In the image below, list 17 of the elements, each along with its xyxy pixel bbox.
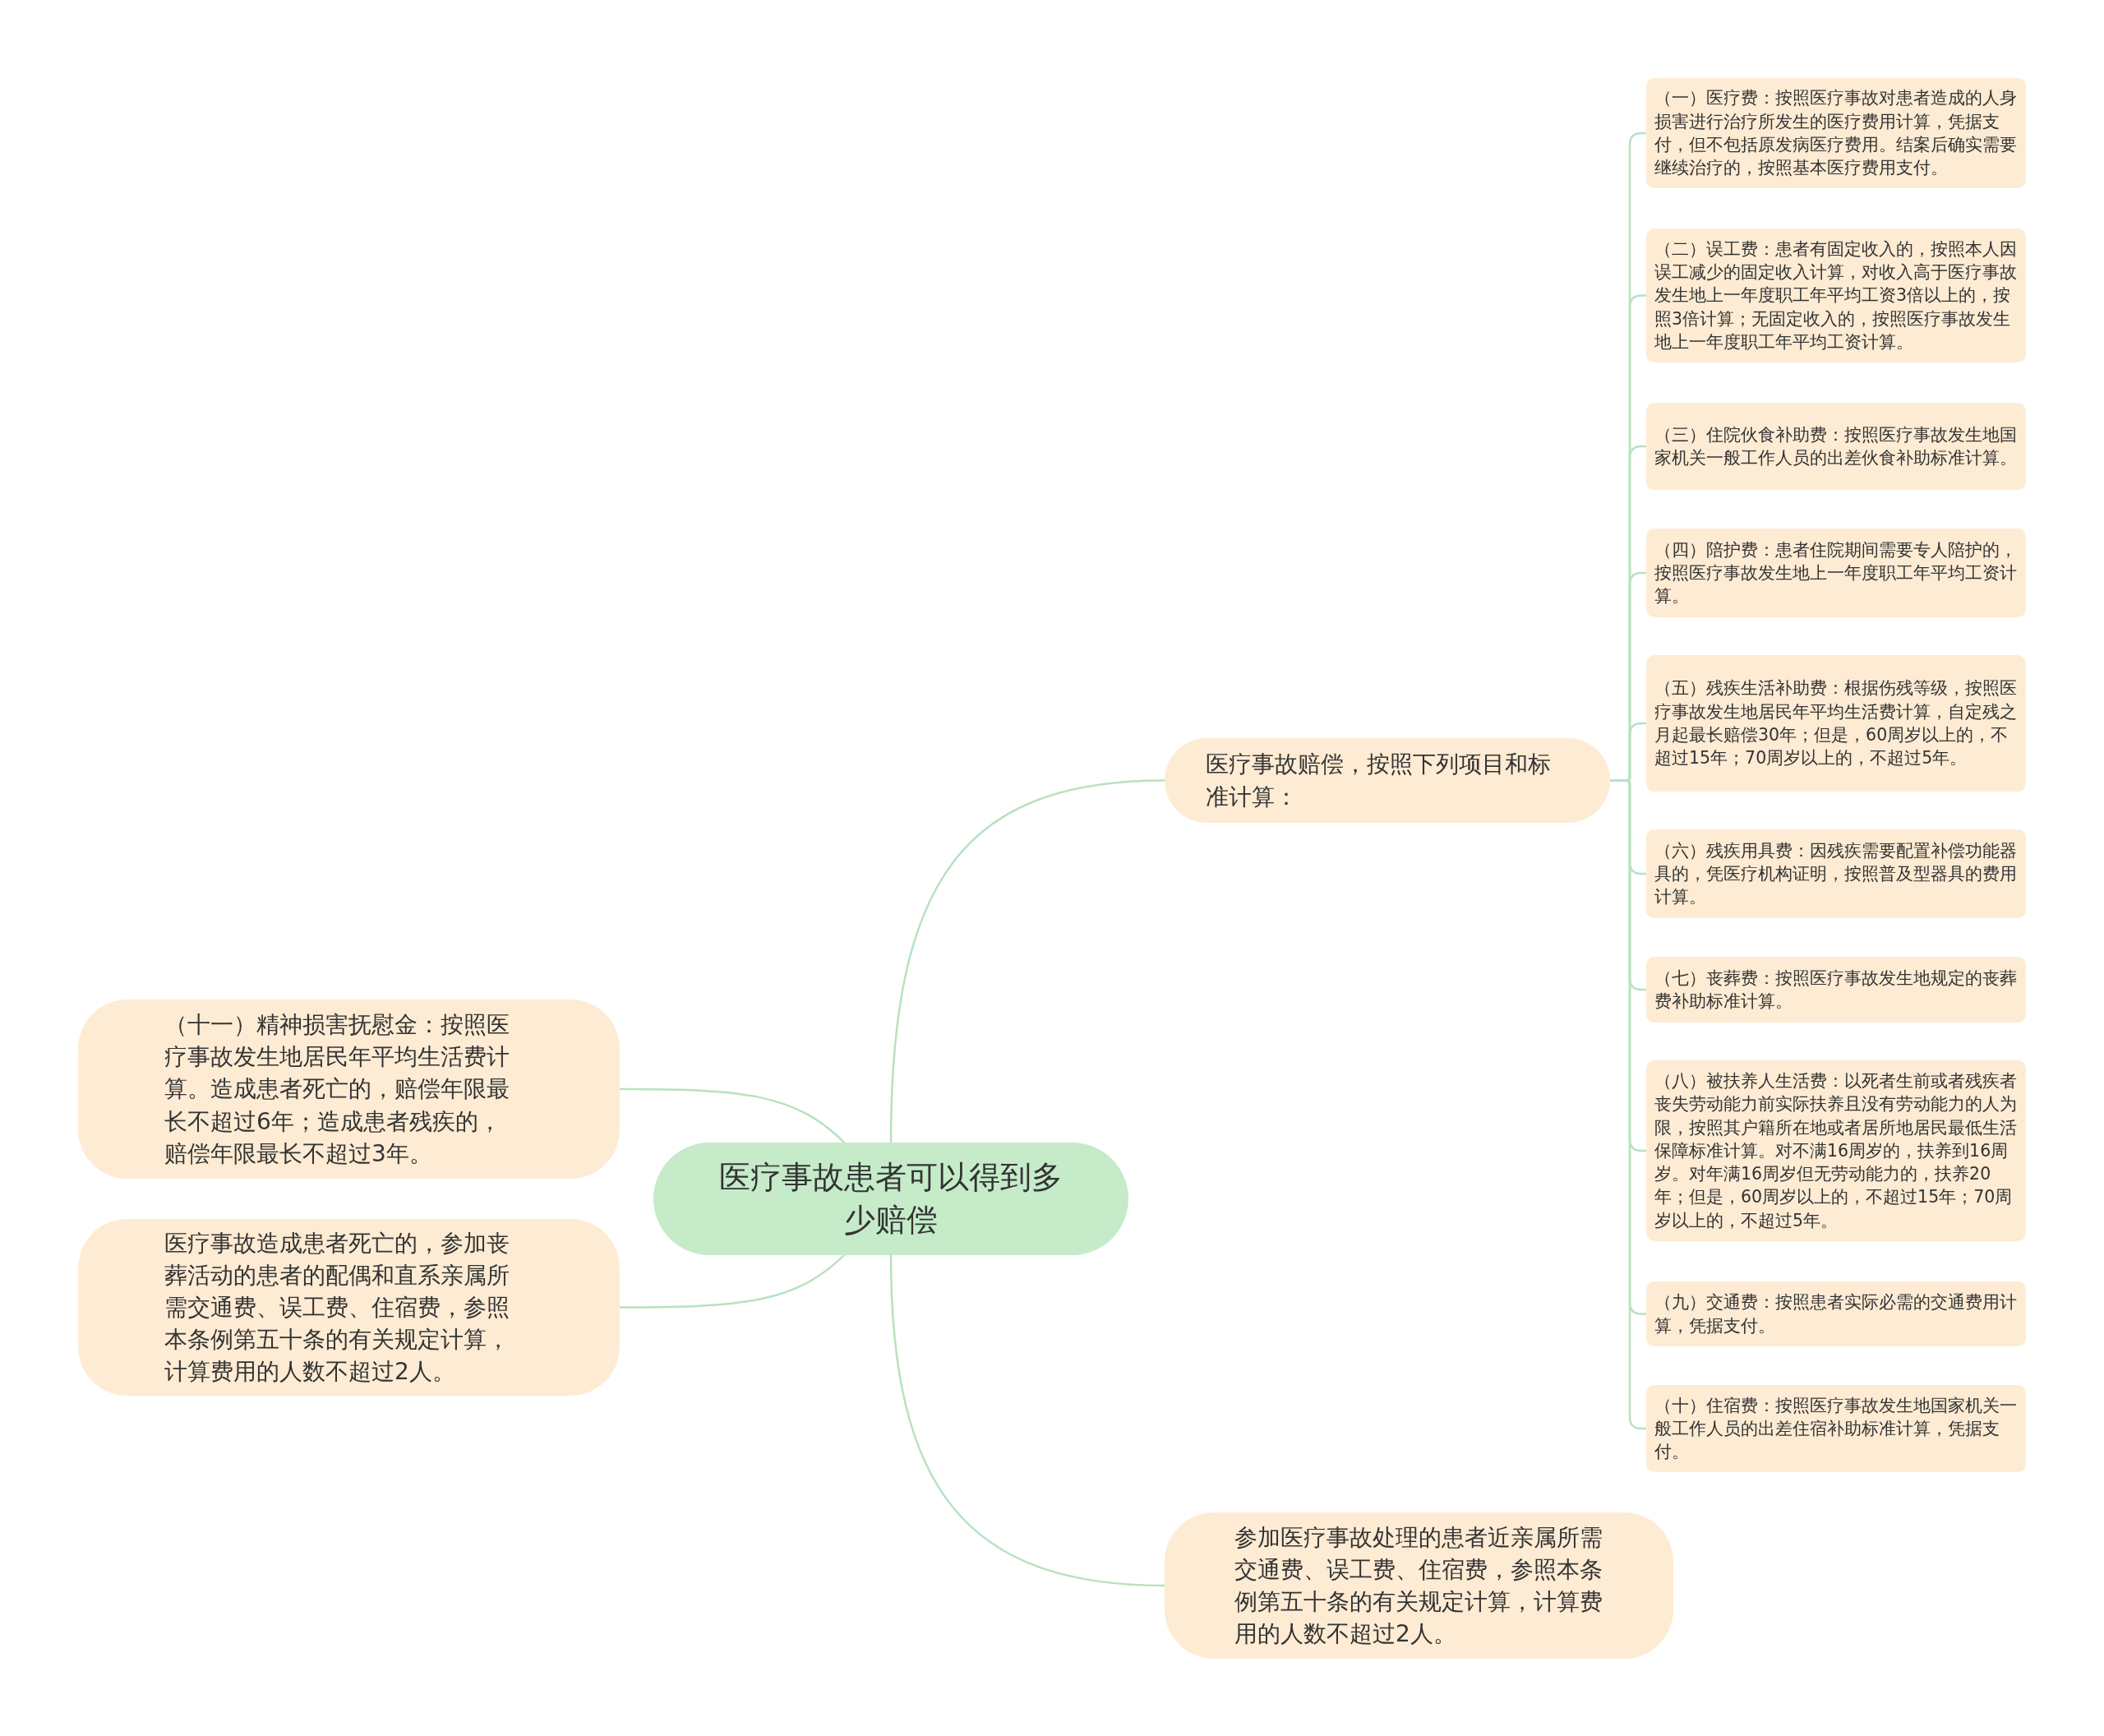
connector-line: [889, 779, 1165, 1143]
connector-line: [889, 1254, 1165, 1587]
subtopic-box: （二）误工费：患者有固定收入的，按照本人因误工减少的固定收入计算，对收入高于医疗事故发生地上一年度职工年平均工资3倍以上的，按照3倍计算；无固定收入的，按照医疗事故发生地上一年度职工年平均工资计算。: [1646, 229, 2026, 362]
topic-box: 参加医疗事故处理的患者近亲属所需交通费、误工费、住宿费，参照本条例第五十条的有关规定计算，计算费用的人数不超过2人。: [1165, 1512, 1673, 1659]
topic-box: 医疗事故赔偿，按照下列项目和标准计算：: [1165, 738, 1610, 823]
subtopic-box: （八）被扶养人生活费：以死者生前或者残疾者丧失劳动能力前实际扶养且没有劳动能力的人为限，按照其户籍所在地或者居所地居民最低生活保障标准计算。对不满16周岁的，扶养到16周岁。对年满16周岁但无劳动能力的，扶养20年；但是，60周岁以上的，不超过15年；70周岁以上的，不超过5年。: [1646, 1060, 2026, 1241]
topic-box: （十一）精神损害抚慰金：按照医疗事故发生地居民年平均生活费计算。造成患者死亡的，赔偿年限最长不超过6年；造成患者残疾的，赔偿年限最长不超过3年。: [78, 1000, 620, 1179]
subtopic-box: （六）残疾用具费：因残疾需要配置补偿功能器具的，凭医疗机构证明，按照普及型器具的费用计算。: [1646, 829, 2026, 918]
subtopic-box: （九）交通费：按照患者实际必需的交通费用计算，凭据支付。: [1646, 1281, 2026, 1346]
subtopic-box: （七）丧葬费：按照医疗事故发生地规定的丧葬费补助标准计算。: [1646, 957, 2026, 1023]
subtopic-box: （一）医疗费：按照医疗事故对患者造成的人身损害进行治疗所发生的医疗费用计算，凭据支付，但不包括原发病医疗费用。结案后确实需要继续治疗的，按照基本医疗费用支付。: [1646, 78, 2026, 188]
subtopic-box: （五）残疾生活补助费：根据伤残等级，按照医疗事故发生地居民年平均生活费计算，自定残之月起最长赔偿30年；但是，60周岁以上的，不超过15年；70周岁以上的，不超过5年。: [1646, 655, 2026, 792]
topic-box: 医疗事故造成患者死亡的，参加丧葬活动的患者的配偶和直系亲属所需交通费、误工费、住宿费，参照本条例第五十条的有关规定计算，计算费用的人数不超过2人。: [78, 1219, 620, 1396]
central-topic-box: 医疗事故患者可以得到多少赔偿: [653, 1143, 1128, 1255]
subtopic-box: （三）住院伙食补助费：按照医疗事故发生地国家机关一般工作人员的出差伙食补助标准计算。: [1646, 403, 2026, 490]
subtopic-box: （十）住宿费：按照医疗事故发生地国家机关一般工作人员的出差住宿补助标准计算，凭据支付。: [1646, 1385, 2026, 1472]
subtopic-box: （四）陪护费：患者住院期间需要专人陪护的，按照医疗事故发生地上一年度职工年平均工资计算。: [1646, 529, 2026, 617]
